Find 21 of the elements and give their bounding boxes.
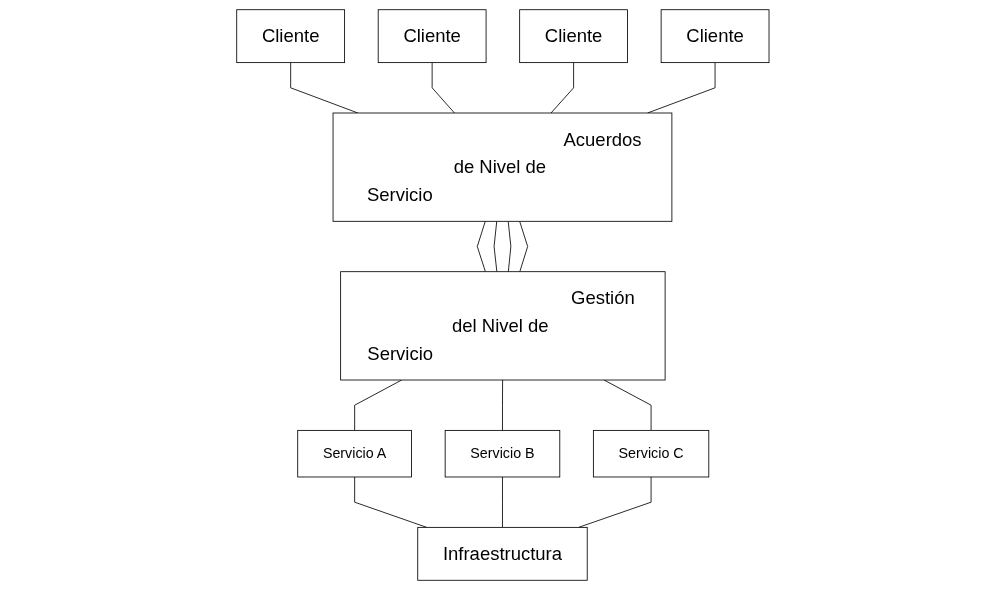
connector xyxy=(493,220,498,273)
connector xyxy=(647,62,716,114)
connector xyxy=(519,220,529,273)
node-box: Servicio C xyxy=(593,429,710,478)
connector xyxy=(502,379,504,431)
connector xyxy=(290,62,359,114)
node-box: Gestión del Nivel de Servicio xyxy=(340,271,666,381)
node-box: Cliente xyxy=(236,9,346,64)
connector xyxy=(431,62,455,114)
node-box: Servicio B xyxy=(444,429,561,478)
connector xyxy=(502,476,504,528)
node-box: Servicio A xyxy=(297,429,413,478)
connector xyxy=(507,220,512,273)
connector xyxy=(550,62,575,114)
node-box: Cliente xyxy=(377,9,487,64)
node-box: Infraestructura xyxy=(417,526,588,581)
connector xyxy=(477,220,486,273)
node-box: Cliente xyxy=(519,9,629,64)
node-box: Cliente xyxy=(660,9,770,64)
connector xyxy=(578,476,652,528)
node-box: Acuerdos de Nivel de Servicio xyxy=(332,112,673,222)
